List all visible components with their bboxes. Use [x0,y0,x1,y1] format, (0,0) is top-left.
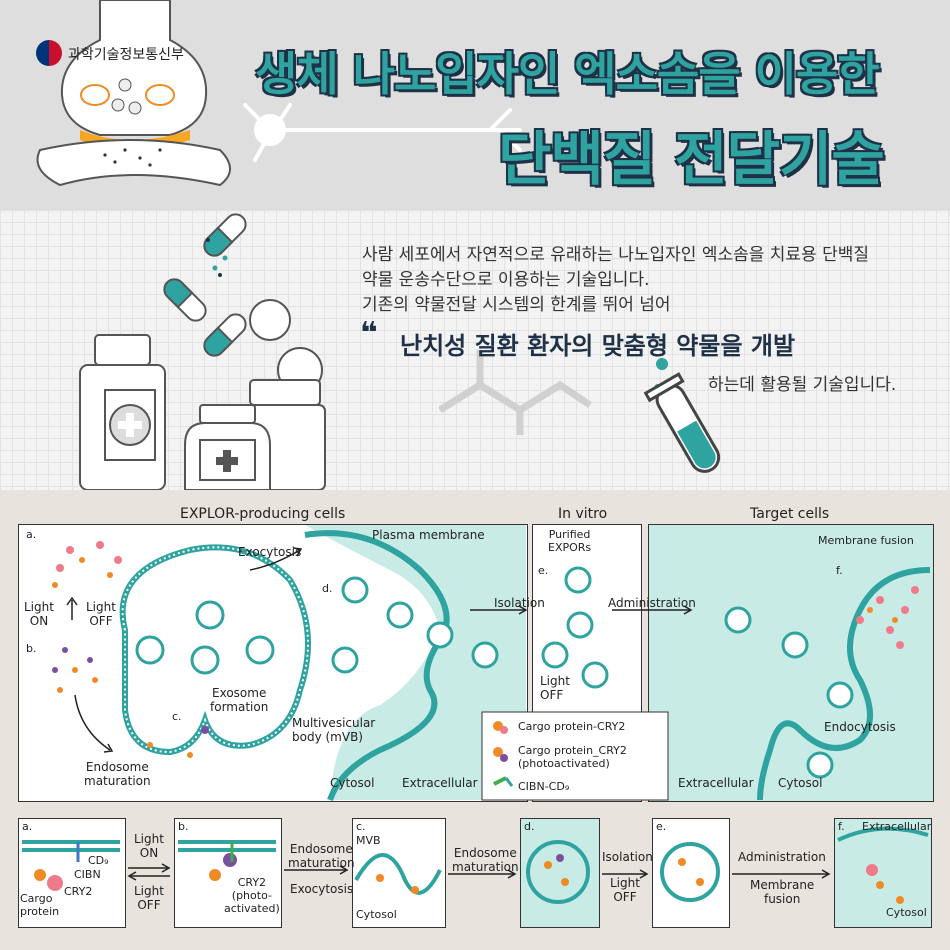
bottom-label-e: e. [656,820,667,833]
step-c-box [352,818,446,928]
legend-item-cargo-cry2: Cargo protein-CRY2 [518,720,626,733]
step-b-box [174,818,282,928]
bottom-label-c: c. [356,820,366,833]
legend-item-cibn-cd9: CIBN-CD₉ [518,780,570,793]
title-line1: 생체 나노입자인 엑소솜을 이용한 [255,47,880,101]
label-cytosol-right: Cytosol [778,776,823,790]
label-exocytosis: Exocytosis [238,545,302,559]
bottom-diagram-drawing [22,826,929,904]
label-a: a. [26,528,37,541]
bottom-label-cry2: CRY2 [64,885,93,898]
label-isolation: Isolation [494,596,545,610]
header-banner: 과학기술정보통신부 생체 나노입자인 엑소솜을 이용한 단백질 전달기술 [0,0,950,210]
bottom-label-exocytosis: Exocytosis [290,882,354,896]
bottom-label-d: d. [524,820,535,833]
label-c: c. [172,710,182,723]
bottom-label-cd9: CD₉ [88,854,109,867]
diagram-section: EXPLOR-producing cells In vitro Target c… [0,490,950,950]
label-plasma-membrane: Plasma membrane [372,528,485,542]
test-tube-icon [643,358,721,473]
bottom-label-b: b. [178,820,189,833]
intro-line1: 사람 세포에서 자연적으로 유래하는 나노입자인 엑소솜을 치료용 단백질 [362,245,870,265]
bottom-label-endosome-maturation-2: Endosome maturation [452,846,519,874]
molecule-watermark [438,350,592,435]
bottom-label-administration: Administration [738,850,826,864]
synapse-illustration [36,0,231,187]
bottom-label-f: f. [838,820,845,833]
bottom-label-cytosol: Cytosol [356,908,397,921]
label-light-on: Light ON [24,600,54,628]
label-membrane-fusion: Membrane fusion [818,534,914,547]
label-d: d. [322,582,333,595]
label-cytosol-left: Cytosol [330,776,375,790]
intro-line3: 기존의 약물전달 시스템의 한계를 뛰어 넘어 [362,295,671,315]
bottom-label-a: a. [22,820,33,833]
title-line2: 단백질 전달기술 [498,125,885,193]
intro-highlight: 난치성 질환 환자의 맞춤형 약물을 개발 [400,332,796,360]
bottom-label-light-on: Light ON [134,832,164,860]
label-purified-expors: Purified EXPORs [548,528,592,554]
label-endosome-maturation: Endosome maturation [84,760,151,788]
label-endocytosis: Endocytosis [824,720,896,734]
bottom-label-cargo-protein: Cargo protein [20,892,60,918]
neuron-watermark [243,103,522,162]
label-exosome-formation: Exosome formation [210,686,269,714]
label-administration: Administration [608,596,696,610]
medicine-illustration [79,213,326,491]
bottom-label-extracellular: Extracellular [862,820,932,833]
bottom-label-cibn: CIBN [74,868,101,881]
legend-item-photoactivated: Cargo protein_CRY2 (photoactivated) [518,744,627,770]
section-invitro: In vitro [558,506,608,522]
target-cell-panel [648,524,934,802]
bottom-label-light-off-2: Light OFF [610,876,640,904]
intro-line4: 하는데 활용될 기술입니다. [708,375,897,395]
bottom-label-mvb: MVB [356,834,381,847]
intro-line2: 약물 운송수단으로 이용하는 기술입니다. [362,270,650,290]
bottom-label-isolation: Isolation [602,850,653,864]
label-e: e. [538,564,549,577]
bottom-label-cytosol-2: Cytosol [886,906,927,919]
bottom-label-cry2-photoactivated: CRY2 (photo- activated) [224,876,280,915]
section-explor: EXPLOR-producing cells [180,506,346,522]
label-light-off: Light OFF [86,600,116,628]
label-multivesicular: Multivesicular body (mVB) [292,716,376,744]
label-f: f. [836,564,843,577]
quote-mark-icon: ❝ [360,316,378,351]
government-logo-icon [36,40,62,66]
bottom-label-light-off: Light OFF [134,884,164,912]
label-light-off-e: Light OFF [540,674,570,702]
section-target: Target cells [750,506,830,522]
bottom-label-endosome-maturation: Endosome maturation [288,842,355,870]
bottom-label-membrane-fusion: Membrane fusion [750,878,815,906]
upper-diagram-drawing [52,525,931,802]
label-b: b. [26,642,37,655]
label-extracellular-left: Extracellular [402,776,478,790]
label-extracellular-right: Extracellular [678,776,754,790]
intro-section: 사람 세포에서 자연적으로 유래하는 나노입자인 엑소솜을 치료용 단백질 약물… [0,210,950,491]
agency-name: 과학기술정보통신부 [68,47,184,63]
